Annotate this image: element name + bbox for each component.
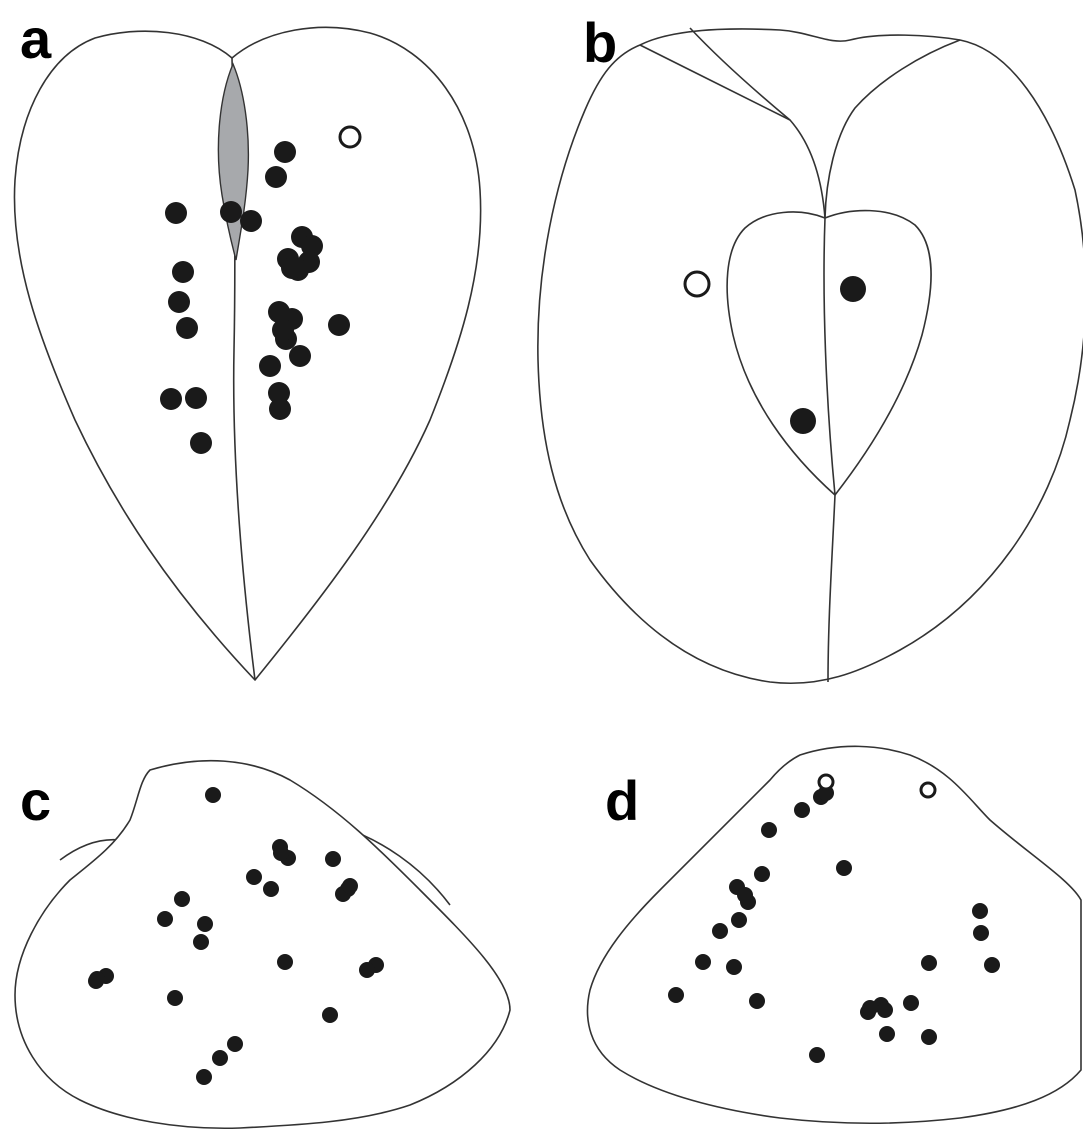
panel-c-filled-dot bbox=[227, 1036, 243, 1052]
panel-a-filled-dot bbox=[172, 261, 194, 283]
panel-d-filled-dot bbox=[972, 903, 988, 919]
panel-c-filled-dot bbox=[197, 916, 213, 932]
panel-d-open-dot bbox=[921, 783, 935, 797]
panel-d-filled-dot bbox=[754, 866, 770, 882]
panel-b-outline bbox=[538, 29, 1083, 683]
panel-a-open-dot bbox=[340, 127, 360, 147]
panel-a: a bbox=[14, 7, 480, 680]
panel-d-filled-dot bbox=[726, 959, 742, 975]
panel-d-filled-dot bbox=[877, 1002, 893, 1018]
panel-c-filled-dot bbox=[322, 1007, 338, 1023]
panel-c-filled-dot bbox=[193, 934, 209, 950]
panel-a-filled-dot bbox=[165, 202, 187, 224]
panel-d-filled-dot bbox=[695, 954, 711, 970]
panel-b-filled-dot bbox=[790, 408, 816, 434]
panel-a-filled-dot bbox=[190, 432, 212, 454]
panel-b: b bbox=[538, 11, 1083, 683]
panel-d-filled-dot bbox=[921, 1029, 937, 1045]
panel-a-filled-dot bbox=[240, 210, 262, 232]
panel-a-filled-dot bbox=[281, 257, 303, 279]
panel-d-filled-dot bbox=[879, 1026, 895, 1042]
panel-c-filled-dot bbox=[212, 1050, 228, 1066]
panel-d-filled-dot bbox=[921, 955, 937, 971]
panel-a-filled-dot bbox=[168, 291, 190, 313]
panel-d-filled-dot bbox=[737, 887, 753, 903]
panel-c-filled-dot bbox=[325, 851, 341, 867]
panel-c-filled-dot bbox=[205, 787, 221, 803]
panel-d-open-dot bbox=[819, 775, 833, 789]
panel-d-filled-dot bbox=[862, 1000, 878, 1016]
panel-c-label: c bbox=[20, 769, 51, 832]
panel-d: d bbox=[588, 746, 1081, 1123]
panel-d-outline bbox=[588, 746, 1081, 1123]
panel-a-filled-dot bbox=[185, 387, 207, 409]
panel-a-filled-dot bbox=[272, 319, 294, 341]
panel-d-filled-dot bbox=[731, 912, 747, 928]
panel-c-filled-dot bbox=[174, 891, 190, 907]
panel-b-label: b bbox=[583, 11, 617, 74]
panel-a-label: a bbox=[20, 7, 52, 70]
panel-d-filled-dot bbox=[712, 923, 728, 939]
panel-c: c bbox=[15, 761, 510, 1129]
panel-d-filled-dot bbox=[903, 995, 919, 1011]
panel-c-filled-dot bbox=[263, 881, 279, 897]
panel-b-open-dot bbox=[685, 272, 709, 296]
panel-a-filled-dot bbox=[328, 314, 350, 336]
panel-a-filled-dot bbox=[160, 388, 182, 410]
panel-a-filled-dot bbox=[176, 317, 198, 339]
panel-c-filled-dot bbox=[157, 911, 173, 927]
panel-c-filled-dot bbox=[89, 971, 105, 987]
panel-c-outline bbox=[15, 761, 510, 1129]
panel-c-filled-dot bbox=[342, 878, 358, 894]
panel-d-filled-dot bbox=[668, 987, 684, 1003]
panel-a-filled-dot bbox=[259, 355, 281, 377]
panel-d-filled-dot bbox=[809, 1047, 825, 1063]
panel-a-filled-dot bbox=[289, 345, 311, 367]
panel-d-filled-dot bbox=[973, 925, 989, 941]
panel-c-filled-dot bbox=[273, 845, 289, 861]
panel-c-filled-dot bbox=[246, 869, 262, 885]
panel-c-filled-dot bbox=[196, 1069, 212, 1085]
panel-d-filled-dot bbox=[749, 993, 765, 1009]
panel-b-filled-dot bbox=[840, 276, 866, 302]
panel-d-filled-dot bbox=[984, 957, 1000, 973]
panel-a-filled-dot bbox=[265, 166, 287, 188]
panel-a-filled-dot bbox=[274, 141, 296, 163]
panel-a-filled-dot bbox=[220, 201, 242, 223]
panel-d-filled-dot bbox=[761, 822, 777, 838]
panel-d-filled-dot bbox=[836, 860, 852, 876]
panel-a-filled-dot bbox=[269, 398, 291, 420]
panel-c-filled-dot bbox=[359, 962, 375, 978]
panel-c-filled-dot bbox=[167, 990, 183, 1006]
panel-d-label: d bbox=[605, 769, 639, 832]
panel-d-filled-dot bbox=[794, 802, 810, 818]
panel-c-filled-dot bbox=[277, 954, 293, 970]
